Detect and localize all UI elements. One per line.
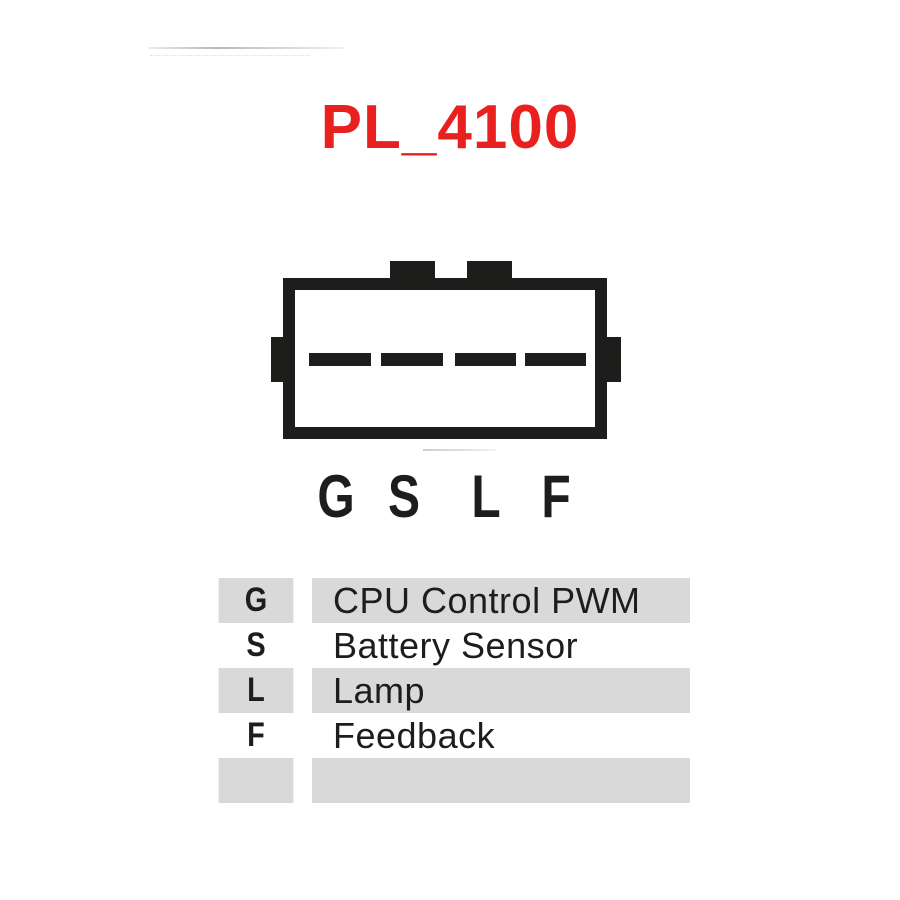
description-cell: CPU Control PWM (312, 578, 690, 623)
pin-cell (218, 758, 294, 803)
table-row: G CPU Control PWM (212, 578, 690, 623)
description-cell (312, 758, 690, 803)
connector-top-tab-2 (467, 261, 512, 281)
table-row: L Lamp (212, 668, 690, 713)
pin-label-f: F (541, 463, 571, 530)
watermark-artifact-top (148, 47, 344, 49)
pin-cell: S (246, 626, 266, 664)
connector-top-tab-1 (390, 261, 435, 281)
pin-cell: L (218, 668, 294, 713)
pin-legend-table: G CPU Control PWM S Battery Sensor L Lam… (212, 578, 690, 803)
pin-cell: F (247, 716, 265, 754)
pin-slot-1 (309, 353, 371, 366)
pin-label-s: S (387, 463, 421, 530)
connector-side-tab-right (604, 337, 621, 382)
pin-label-l: L (471, 463, 501, 530)
connector-side-tab-left (271, 337, 286, 382)
watermark-dots-top (150, 55, 310, 56)
table-row (212, 758, 690, 803)
pin-cell: G (218, 578, 294, 623)
pin-label-g: G (317, 463, 355, 530)
description-cell: Lamp (312, 668, 690, 713)
pin-slot-2 (381, 353, 443, 366)
description-cell: Battery Sensor (333, 624, 579, 666)
description-cell: Feedback (333, 714, 496, 756)
pin-slot-4 (525, 353, 586, 366)
watermark-artifact-bottom (423, 449, 497, 451)
part-number-title: PL_4100 (320, 93, 580, 162)
pin-slot-3 (455, 353, 516, 366)
table-row: F Feedback (212, 713, 690, 758)
table-row: S Battery Sensor (212, 623, 690, 668)
